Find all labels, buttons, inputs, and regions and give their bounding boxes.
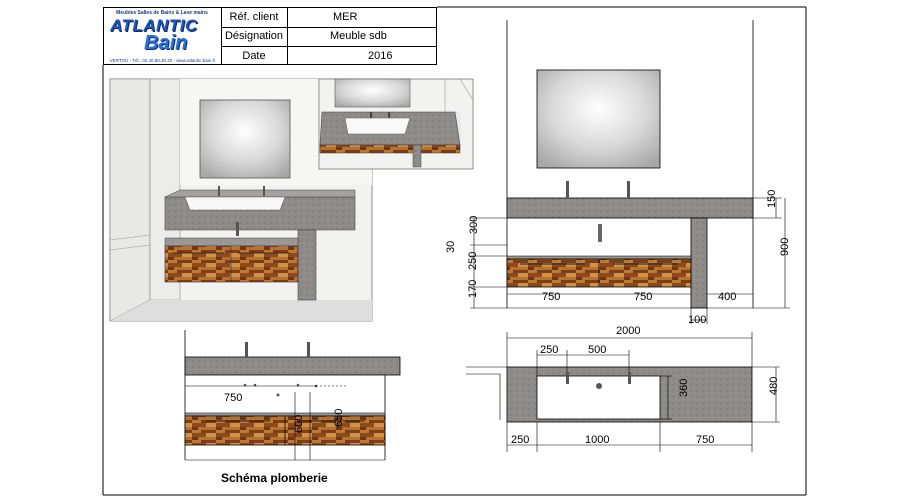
dim-plumb-750: 750 — [224, 392, 242, 404]
label-client-ref: Réf. client — [221, 8, 288, 27]
title-block: Meubles Salles de Bains & Lave mains ATL… — [103, 7, 437, 66]
dim-front-750-left: 750 — [542, 291, 560, 303]
dim-plan-500: 500 — [588, 344, 606, 356]
dim-front-900: 900 — [779, 238, 791, 256]
dim-plan-250: 250 — [540, 344, 558, 356]
dim-plan-360: 360 — [678, 379, 690, 397]
perspective-render-detail — [318, 78, 474, 170]
dim-front-250: 250 — [467, 252, 479, 270]
logo-brand-line1: ATLANTIC — [110, 16, 198, 35]
front-dimension-lines — [470, 197, 786, 324]
dim-plumb-650: 650 — [333, 409, 345, 427]
value-date: 2016 — [368, 49, 393, 62]
label-designation: Désignation — [221, 27, 288, 46]
dim-front-170: 170 — [467, 280, 479, 298]
dim-front-100: 100 — [688, 314, 706, 326]
dim-front-750-right: 750 — [634, 291, 652, 303]
plan-dimension-lines — [506, 332, 780, 452]
company-logo: Meubles Salles de Bains & Lave mains ATL… — [104, 8, 222, 64]
logo-tagline: Meubles Salles de Bains & Lave mains — [116, 10, 208, 16]
plumbing-title: Schéma plomberie — [221, 471, 328, 485]
plumbing-schematic — [184, 330, 401, 461]
row-client-ref: Réf. client MER — [221, 8, 436, 28]
dim-front-300: 300 — [468, 216, 480, 234]
plan-view — [466, 366, 753, 423]
front-dimension-labels: 150 900 300 30 250 170 750 750 400 100 — [445, 190, 791, 326]
value-client-ref: MER — [333, 11, 358, 23]
row-designation: Désignation Meuble sdb — [221, 27, 436, 47]
dim-front-30: 30 — [445, 241, 457, 253]
logo-contact: VERTOU - Tél.: 02.40.80.30.20 - www.atla… — [109, 58, 216, 63]
dim-plan-2000: 2000 — [616, 325, 640, 337]
dim-front-400: 400 — [718, 291, 736, 303]
front-elevation — [470, 20, 790, 309]
dim-plumb-600: 600 — [293, 415, 305, 433]
logo-brand-line2: Bain — [144, 32, 188, 54]
sheet-frame — [102, 6, 807, 496]
dim-front-150: 150 — [766, 190, 778, 208]
dim-plan-480: 480 — [768, 377, 780, 395]
plan-dimension-labels: 2000 250 500 360 480 250 1000 750 — [511, 325, 780, 446]
dim-plan-250-bottom: 250 — [511, 434, 529, 446]
plumbing-dimension-labels: 750 600 650 Schéma plomberie — [221, 392, 345, 485]
value-designation: Meuble sdb — [330, 30, 387, 43]
dim-plan-750: 750 — [696, 434, 714, 446]
row-date: Date 2016 — [221, 46, 436, 66]
label-date: Date — [221, 46, 288, 66]
dim-plan-1000: 1000 — [585, 434, 609, 446]
